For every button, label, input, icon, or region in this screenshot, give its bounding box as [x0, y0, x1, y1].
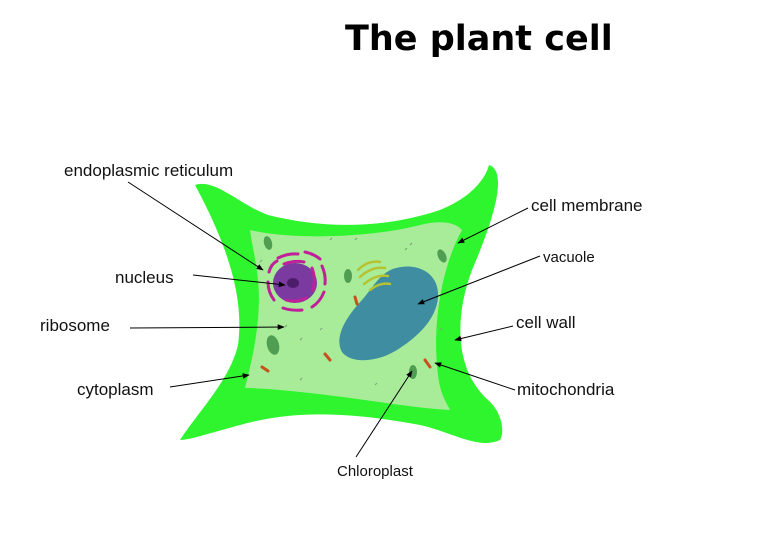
- leader-nucleus: [192, 274, 286, 288]
- diagram-title: The plant cell: [345, 19, 613, 59]
- leader-ribosome: [129, 324, 285, 330]
- endoplasmic-reticulum-shape: [266, 250, 327, 312]
- label-ribosome: ribosome: [40, 316, 110, 335]
- label-cytoplasm: cytoplasm: [77, 380, 154, 399]
- label-cell-wall: cell wall: [516, 313, 576, 332]
- leader-vacuole: [417, 255, 541, 305]
- label-mitochondria: mitochondria: [517, 380, 615, 399]
- leader-endoplasmic-reticulum: [127, 181, 264, 271]
- vacuole-shape: [339, 266, 439, 361]
- leader-cell-wall: [454, 325, 514, 342]
- leader-chloroplast: [355, 370, 413, 458]
- mitochondria-shapes: [260, 295, 432, 373]
- leader-cell-membrane: [457, 207, 529, 244]
- label-cell-membrane: cell membrane: [531, 196, 643, 215]
- chloroplast-shapes: [263, 236, 447, 379]
- label-vacuole: vacuole: [543, 249, 595, 266]
- label-nucleus: nucleus: [115, 268, 174, 287]
- leader-cytoplasm: [169, 373, 250, 388]
- leader-mitochondria: [434, 362, 516, 391]
- label-endoplasmic-reticulum: endoplasmic reticulum: [64, 161, 233, 180]
- ribosome-dots: [259, 237, 443, 386]
- nucleus-shape: [273, 263, 317, 303]
- golgi-shape: [356, 260, 392, 292]
- label-chloroplast: Chloroplast: [337, 463, 414, 480]
